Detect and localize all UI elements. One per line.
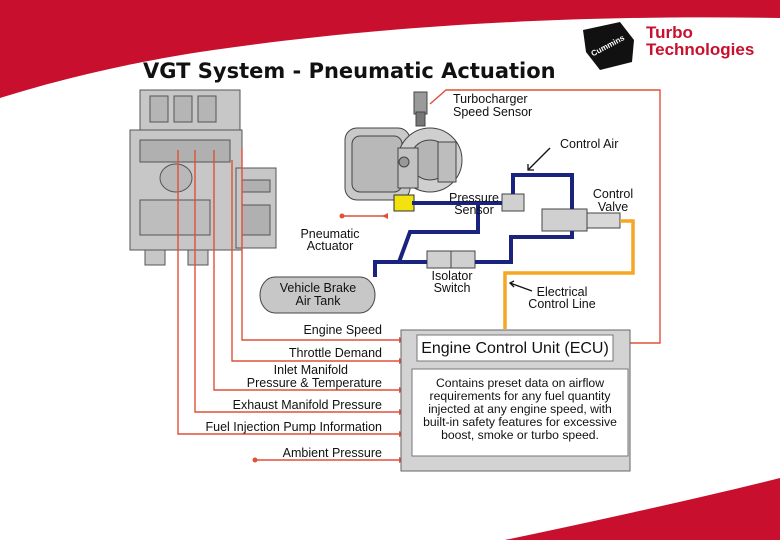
label-engine-speed: Engine Speed: [303, 323, 382, 337]
ecu-desc-line: Contains preset data on airflow: [436, 376, 604, 390]
header-swoosh: [0, 0, 780, 98]
ecu-desc-line: boost, smoke or turbo speed.: [441, 428, 599, 442]
label-brake-air-tank: Air Tank: [296, 294, 342, 308]
label-control-valve: Valve: [598, 200, 628, 214]
label-pressure-sensor: Pressure: [449, 191, 499, 205]
label-exhaust-manifold: Exhaust Manifold Pressure: [233, 398, 382, 412]
footer-swoosh: [505, 478, 780, 540]
brand-line-1: Turbo: [646, 23, 693, 42]
speed-sensor: [413, 91, 428, 127]
label-pneumatic-actuator: Pneumatic: [300, 227, 359, 241]
ecu-desc-line: injected at any engine speed, with: [428, 402, 612, 416]
label-pressure-sensor: Sensor: [454, 203, 494, 217]
air-lines: [373, 173, 574, 277]
pressure-sensor: [501, 193, 525, 212]
brake-air-tank: [259, 276, 376, 314]
signal-lines: [177, 89, 661, 461]
label-ambient-pressure: Ambient Pressure: [283, 446, 382, 460]
page-title: VGT System - Pneumatic Actuation: [143, 59, 556, 83]
label-turbo-speed-sensor: Speed Sensor: [453, 105, 532, 119]
label-inlet-manifold: Pressure & Temperature: [247, 376, 382, 390]
ecu-description: Contains preset data on airflow requirem…: [423, 376, 617, 442]
label-turbo-speed-sensor: Turbocharger: [453, 92, 528, 106]
label-brake-air-tank: Vehicle Brake: [280, 281, 356, 295]
control-valve-solenoid: [586, 212, 621, 229]
arrowheads-black: [508, 147, 551, 292]
ecu-desc-box: [411, 368, 629, 457]
ecu-title: Engine Control Unit (ECU): [421, 340, 609, 357]
label-pneumatic-actuator: Actuator: [307, 239, 354, 253]
engine-block: [129, 89, 277, 266]
ecu-title-box: [416, 334, 614, 362]
control-valve: [541, 208, 588, 232]
label-throttle-demand: Throttle Demand: [289, 346, 382, 360]
label-control-air: Control Air: [560, 137, 618, 151]
label-isolator-switch: Isolator: [432, 269, 473, 283]
ecu-desc-line: built-in safety features for excessive: [423, 415, 617, 429]
label-isolator-switch: Switch: [434, 281, 471, 295]
label-fuel-pump: Fuel Injection Pump Information: [206, 420, 383, 434]
label-electrical-control-line: Electrical: [537, 285, 588, 299]
label-inlet-manifold: Inlet Manifold: [274, 363, 348, 377]
ecu-desc-line: requirements for any fuel quantity: [430, 389, 612, 403]
pneumatic-actuator: [393, 194, 415, 212]
brand-line-2: Technologies: [646, 40, 754, 59]
label-control-valve: Control: [593, 187, 633, 201]
cummins-logo: Cummins: [583, 22, 634, 70]
turbocharger: [344, 127, 463, 201]
label-electrical-control-line: Control Line: [528, 297, 595, 311]
electrical-lines: [503, 219, 635, 329]
